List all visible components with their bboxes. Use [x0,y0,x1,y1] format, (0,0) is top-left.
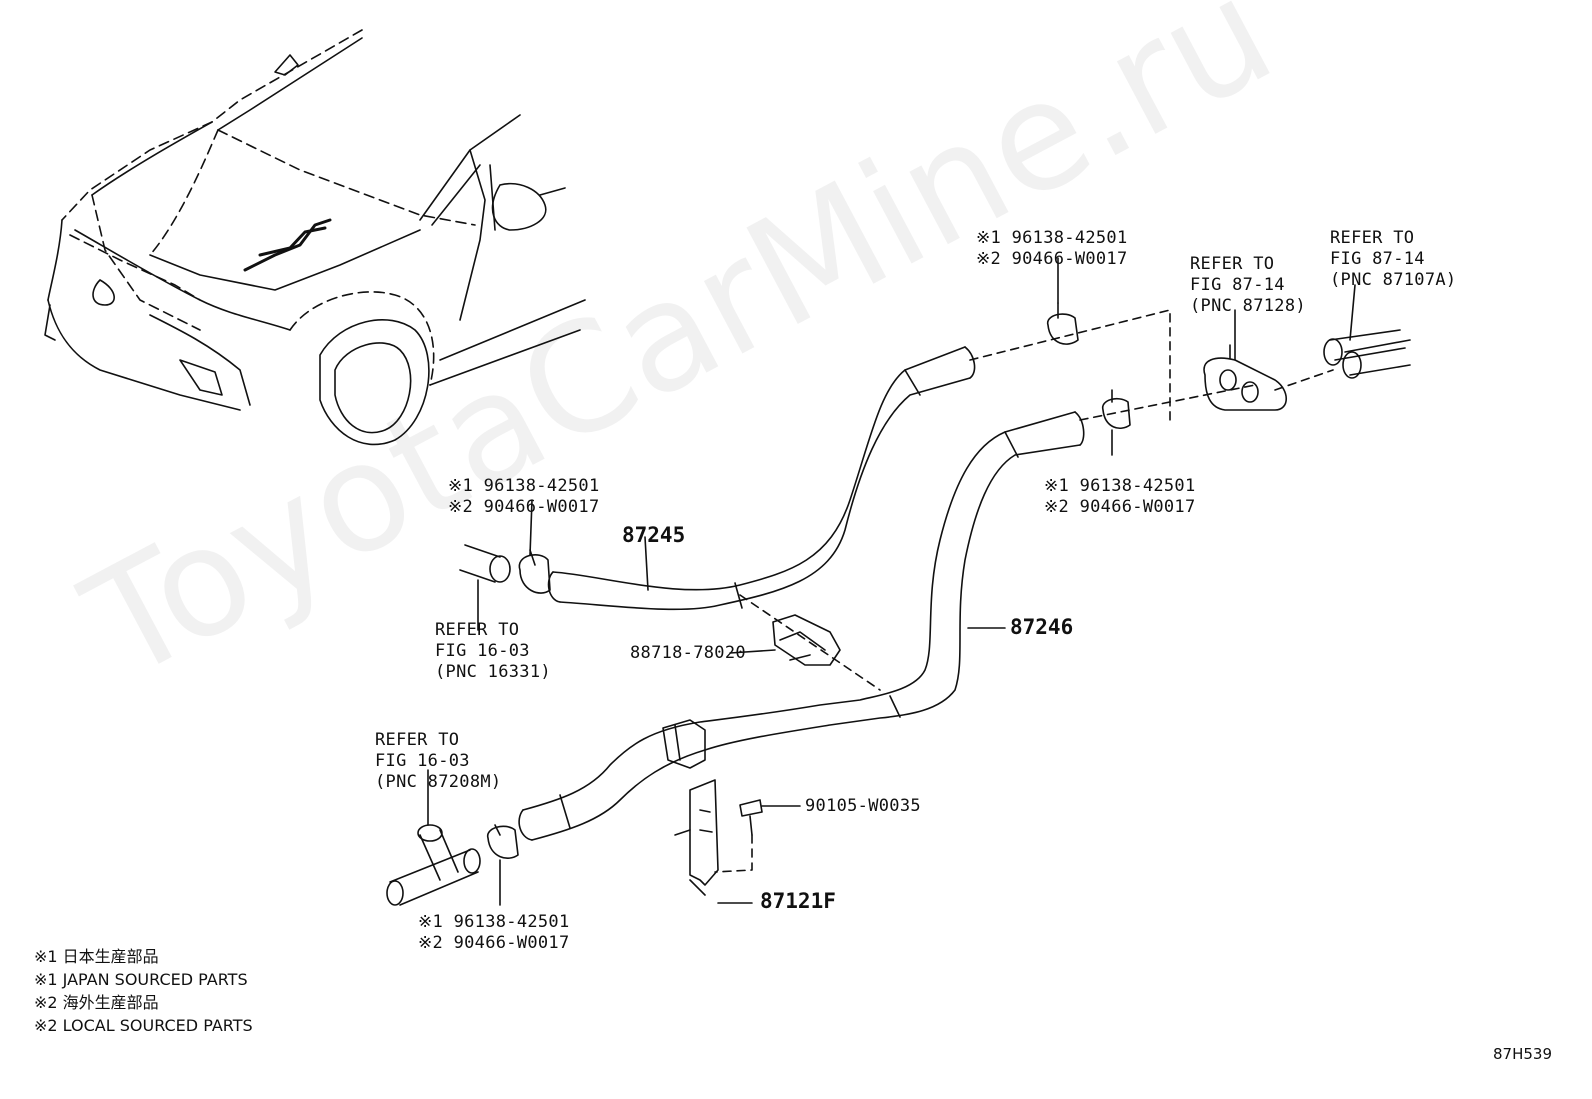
clamp-88718-78020 [772,614,841,666]
sourcing-notes: ※1 日本生産部品 ※1 JAPAN SOURCED PARTS ※2 海外生産… [34,945,253,1037]
label-left-clamp: ※1 96138-42501※2 90466-W0017 [448,476,600,517]
clamp-left [518,549,551,594]
label-clamp-88718-78020: 88718-78020 [630,643,746,663]
clamp-bottom [487,824,519,859]
note-3: ※2 海外生産部品 [34,993,159,1012]
clamp-right [1102,389,1131,429]
label-bolt-90105-w0035: 90105-W0035 [805,796,921,816]
pipe-87208m [386,824,481,906]
bracket-87121f [674,779,719,896]
label-bracket-87121f: 87121F [760,889,836,913]
hose-87246 [518,411,1085,841]
leader-lines [427,257,1356,906]
grommet-87128 [1203,344,1288,411]
note-4: ※2 LOCAL SOURCED PARTS [34,1016,253,1035]
label-hose-87246: 87246 [1010,615,1074,639]
note-2: ※1 JAPAN SOURCED PARTS [34,970,248,989]
hose-clip-on-87246 [662,719,706,769]
assembly-lines [714,309,1334,873]
pipe-16331 [459,544,511,583]
pipe-87107a [1323,329,1411,379]
note-1: ※1 日本生産部品 [34,947,159,966]
label-right-clamp: ※1 96138-42501※2 90466-W0017 [1044,476,1196,517]
car-front-illustration [44,29,586,446]
hose-87245 [547,346,976,611]
diagram-code: 87H539 [1493,1045,1552,1063]
label-bottom-clamp: ※1 96138-42501※2 90466-W0017 [418,912,570,953]
bolt-90105-w0035 [739,799,763,836]
clamp-top [1047,302,1079,345]
label-top-clamp: ※1 96138-42501※2 90466-W0017 [976,228,1128,269]
label-hose-87245: 87245 [622,523,686,547]
